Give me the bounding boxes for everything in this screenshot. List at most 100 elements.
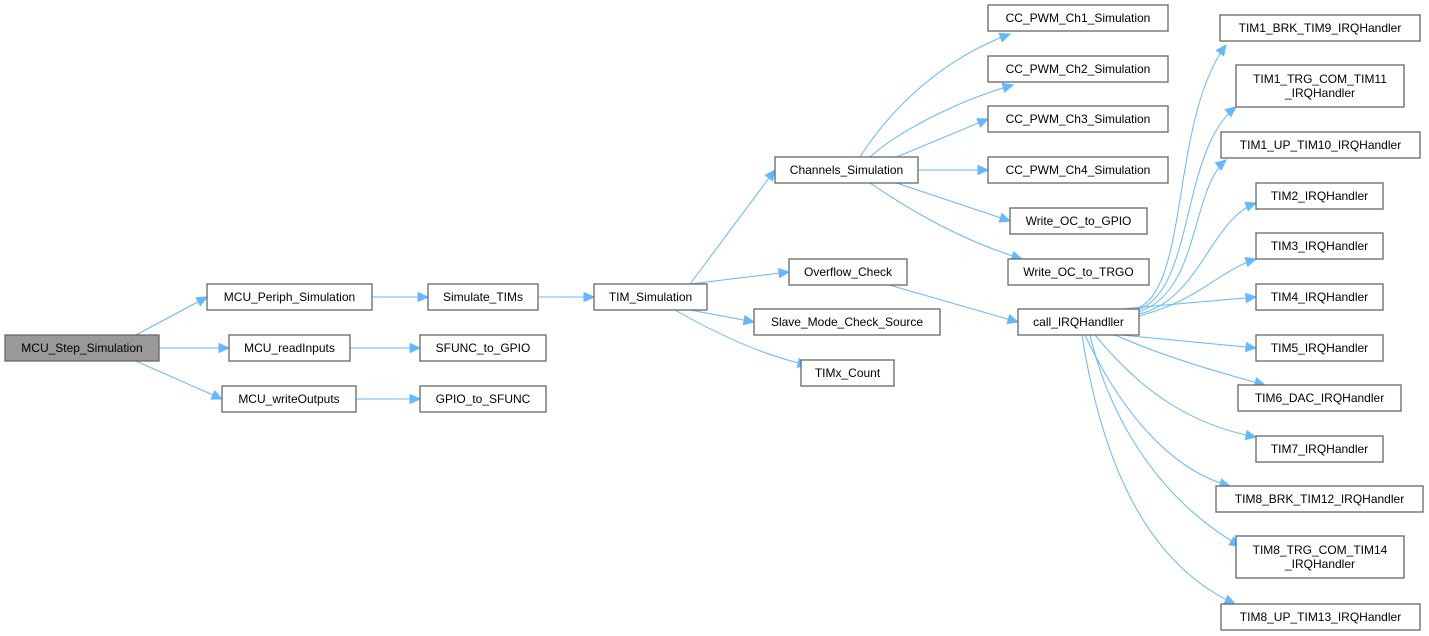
node-t8up[interactable]: TIM8_UP_TIM13_IRQHandler <box>1220 603 1421 631</box>
edge-line <box>1084 334 1231 487</box>
node-box <box>419 334 547 362</box>
arrowhead-icon <box>998 32 1012 43</box>
node-box <box>1235 64 1405 108</box>
arrowhead-icon <box>409 393 422 405</box>
node-mcu-step[interactable]: MCU_Step_Simulation <box>4 334 160 362</box>
node-ch1[interactable]: CC_PWM_Ch1_Simulation <box>987 4 1169 32</box>
node-box <box>987 4 1169 32</box>
node-oc-gpio[interactable]: Write_OC_to_GPIO <box>1009 207 1148 235</box>
arrowhead-icon <box>1223 594 1237 605</box>
node-box <box>1255 182 1384 210</box>
node-t5[interactable]: TIM5_IRQHandler <box>1255 334 1384 362</box>
node-label: Overflow_Check <box>804 265 893 279</box>
node-box <box>593 283 708 311</box>
edge-call_irq-to-t1brk <box>1135 44 1227 310</box>
node-t4[interactable]: TIM4_IRQHandler <box>1255 283 1384 311</box>
arrowhead-icon <box>210 389 224 400</box>
edges-layer <box>135 32 1267 605</box>
node-label: CC_PWM_Ch4_Simulation <box>1006 163 1151 177</box>
arrowhead-icon <box>976 118 990 128</box>
node-sfunc-gpio[interactable]: SFUNC_to_GPIO <box>419 334 547 362</box>
node-call-irq[interactable]: call_IRQHandller <box>1017 308 1140 336</box>
node-label: TIM4_IRQHandler <box>1271 290 1368 304</box>
arrowhead-icon <box>1244 257 1258 268</box>
edge-chan_sim-to-ch4 <box>918 164 990 176</box>
node-mcu-write[interactable]: MCU_writeOutputs <box>221 385 357 413</box>
node-label: CC_PWM_Ch1_Simulation <box>1006 11 1151 25</box>
node-t1trg[interactable]: TIM1_TRG_COM_TIM11_IRQHandler <box>1235 64 1405 108</box>
node-mcu-periph[interactable]: MCU_Periph_Simulation <box>206 283 373 311</box>
node-box <box>774 156 919 184</box>
arrowhead-icon <box>1244 429 1258 441</box>
edge-mcu_step-to-mcu_periph <box>135 296 209 336</box>
node-label: CC_PWM_Ch3_Simulation <box>1006 112 1151 126</box>
node-gpio-sfunc[interactable]: GPIO_to_SFUNC <box>419 385 547 413</box>
edge-chan_sim-to-oc_gpio <box>896 182 1012 223</box>
node-box <box>1219 14 1421 42</box>
node-label: TIM5_IRQHandler <box>1271 341 1368 355</box>
edge-call_irq-to-t1trg <box>1136 106 1237 311</box>
node-box <box>427 283 539 311</box>
node-t2[interactable]: TIM2_IRQHandler <box>1255 182 1384 210</box>
edge-line <box>1136 159 1227 313</box>
node-ovf[interactable]: Overflow_Check <box>788 258 908 286</box>
node-timx[interactable]: TIMx_Count <box>800 359 895 387</box>
node-t7[interactable]: TIM7_IRQHandler <box>1255 435 1384 463</box>
arrowhead-icon <box>764 169 776 182</box>
node-oc-trgo[interactable]: Write_OC_to_TRGO <box>1007 258 1150 286</box>
node-t1up[interactable]: TIM1_UP_TIM10_IRQHandler <box>1220 131 1421 159</box>
node-label: TIM8_UP_TIM13_IRQHandler <box>1240 610 1401 624</box>
edge-line <box>1120 296 1257 310</box>
edge-tim_sim-to-ovf <box>689 268 791 285</box>
node-label: TIM6_DAC_IRQHandler <box>1255 391 1384 405</box>
node-mcu-read[interactable]: MCU_readInputs <box>228 334 351 362</box>
edge-call_irq-to-t5 <box>1120 334 1258 353</box>
edge-call_irq-to-t8trg <box>1089 334 1242 547</box>
edge-mcu_read-to-sfunc_gpio <box>350 342 422 354</box>
node-label: TIM8_BRK_TIM12_IRQHandler <box>1235 492 1404 506</box>
node-t3[interactable]: TIM3_IRQHandler <box>1255 232 1384 260</box>
node-tim-sim[interactable]: TIM_Simulation <box>593 283 708 311</box>
node-label: _IRQHandler <box>1284 86 1355 100</box>
edge-line <box>1081 334 1236 605</box>
node-box <box>1237 384 1402 412</box>
node-label: TIM1_BRK_TIM9_IRQHandler <box>1239 21 1402 35</box>
node-label: TIM3_IRQHandler <box>1271 239 1368 253</box>
node-label: TIM8_TRG_COM_TIM14 <box>1253 543 1388 557</box>
node-box <box>4 334 160 362</box>
node-ch3[interactable]: CC_PWM_Ch3_Simulation <box>987 105 1169 133</box>
arrowhead-icon <box>409 342 422 354</box>
edge-call_irq-to-t2 <box>1138 201 1258 315</box>
edge-mcu_step-to-mcu_write <box>135 360 224 400</box>
node-ch4[interactable]: CC_PWM_Ch4_Simulation <box>987 156 1169 184</box>
node-label: Channels_Simulation <box>790 163 903 177</box>
node-box <box>1220 603 1421 631</box>
arrowhead-icon <box>417 291 430 303</box>
node-box <box>228 334 351 362</box>
node-label: MCU_Periph_Simulation <box>224 290 355 304</box>
edge-line <box>1136 106 1237 311</box>
edge-line <box>135 296 208 336</box>
node-box <box>1215 485 1424 513</box>
node-t6[interactable]: TIM6_DAC_IRQHandler <box>1237 384 1402 412</box>
edge-call_irq-to-t3 <box>1138 257 1258 317</box>
node-ch2[interactable]: CC_PWM_Ch2_Simulation <box>987 55 1169 83</box>
node-t1brk[interactable]: TIM1_BRK_TIM9_IRQHandler <box>1219 14 1421 42</box>
edge-line <box>1138 258 1257 317</box>
edge-tim_sim-to-chan_sim <box>689 169 776 285</box>
node-label: TIM7_IRQHandler <box>1271 442 1368 456</box>
edge-line <box>859 33 1011 158</box>
node-box <box>1007 258 1150 286</box>
node-t8trg[interactable]: TIM8_TRG_COM_TIM14_IRQHandler <box>1235 535 1405 579</box>
edge-line <box>1135 44 1227 310</box>
node-box <box>206 283 373 311</box>
node-label: MCU_Step_Simulation <box>21 341 142 355</box>
edge-line <box>689 309 755 323</box>
edge-line <box>135 360 223 400</box>
node-slave[interactable]: Slave_Mode_Check_Source <box>753 308 941 336</box>
node-t8brk[interactable]: TIM8_BRK_TIM12_IRQHandler <box>1215 485 1424 513</box>
node-chan-sim[interactable]: Channels_Simulation <box>774 156 919 184</box>
arrowhead-icon <box>977 164 990 176</box>
node-sim-tims[interactable]: Simulate_TIMs <box>427 283 539 311</box>
